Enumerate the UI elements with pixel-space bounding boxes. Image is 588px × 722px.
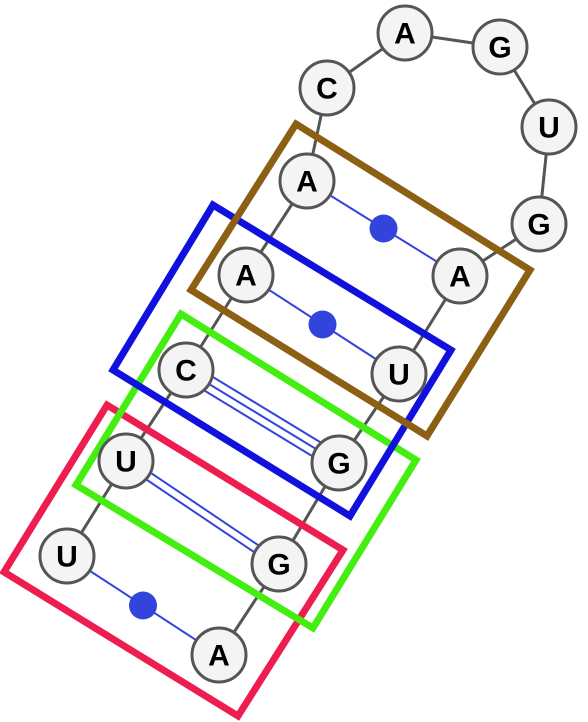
nucleotide-node: U [520, 98, 578, 156]
nucleotide-node: G [310, 434, 368, 492]
nucleotide-label: G [527, 209, 550, 242]
base-pair-watson-crick-gc [181, 362, 344, 471]
base-pair-layer [66, 180, 461, 656]
nucleotide-label: U [388, 359, 410, 392]
nucleotide-circle [190, 626, 248, 684]
pair-bond-line [189, 362, 344, 458]
nucleotide-circle [217, 246, 275, 304]
nucleotide-label: A [235, 260, 257, 293]
nucleotide-circle [157, 341, 215, 399]
nucleotide-label: G [267, 549, 290, 582]
nucleotide-label: A [394, 18, 416, 51]
nucleotide-layer: U U C A A C A G U G A U G G A [38, 4, 578, 684]
nucleotide-circle [510, 195, 568, 253]
nucleotide-node: G [250, 535, 308, 593]
nucleotide-circle [298, 59, 356, 117]
nucleotide-node: C [157, 341, 215, 399]
stack-box-4 [186, 119, 535, 441]
nucleotide-circle [250, 535, 308, 593]
nucleotide-circle [431, 247, 489, 305]
nucleotide-label: U [538, 112, 560, 145]
stack-box-3 [108, 200, 456, 521]
nucleotide-label: G [327, 448, 350, 481]
nucleotide-node: G [510, 195, 568, 253]
nucleotide-node: U [38, 527, 96, 585]
wobble-pair-dot [369, 214, 398, 243]
nucleotide-circle [97, 432, 155, 490]
nucleotide-node: U [370, 345, 428, 403]
nucleotide-circle [278, 152, 336, 210]
base-pair-wobble [66, 555, 220, 656]
wobble-pair-dot [129, 591, 157, 620]
nucleotide-label: A [296, 166, 318, 199]
nucleotide-circle [370, 345, 428, 403]
nucleotide-node: A [278, 152, 336, 210]
nucleotide-node: U [97, 432, 155, 490]
stack-box-1 [0, 400, 348, 721]
pair-bond-line [181, 375, 336, 471]
nucleotide-node: A [190, 626, 248, 684]
nucleotide-label: A [208, 640, 230, 673]
nucleotide-label: U [115, 446, 137, 479]
nucleotide-label: C [175, 355, 197, 388]
backbone-layer [65, 31, 551, 656]
nucleotide-label: U [56, 541, 78, 574]
nucleotide-label: C [316, 73, 338, 106]
nucleotide-node: A [217, 246, 275, 304]
nucleotide-node: A [376, 4, 434, 62]
nucleotide-circle [520, 98, 578, 156]
nucleotide-label: G [488, 32, 511, 65]
stack-box-layer [0, 119, 535, 721]
pair-bond-line [185, 369, 340, 464]
base-pair-wobble [306, 180, 461, 277]
base-pair-watson-crick-au [123, 456, 282, 569]
stack-box-2 [71, 309, 421, 633]
pair-bond-line [127, 456, 282, 562]
nucleotide-node: A [431, 247, 489, 305]
nucleotide-circle [310, 434, 368, 492]
pair-bond-line [123, 463, 278, 569]
nucleotide-label: A [449, 261, 471, 294]
nucleotide-node: G [471, 18, 529, 76]
wobble-pair-dot [308, 310, 337, 339]
nucleotide-node: C [298, 59, 356, 117]
nucleotide-circle [38, 527, 96, 585]
nucleotide-circle [471, 18, 529, 76]
nucleotide-circle [376, 4, 434, 62]
base-pair-wobble [245, 274, 400, 375]
